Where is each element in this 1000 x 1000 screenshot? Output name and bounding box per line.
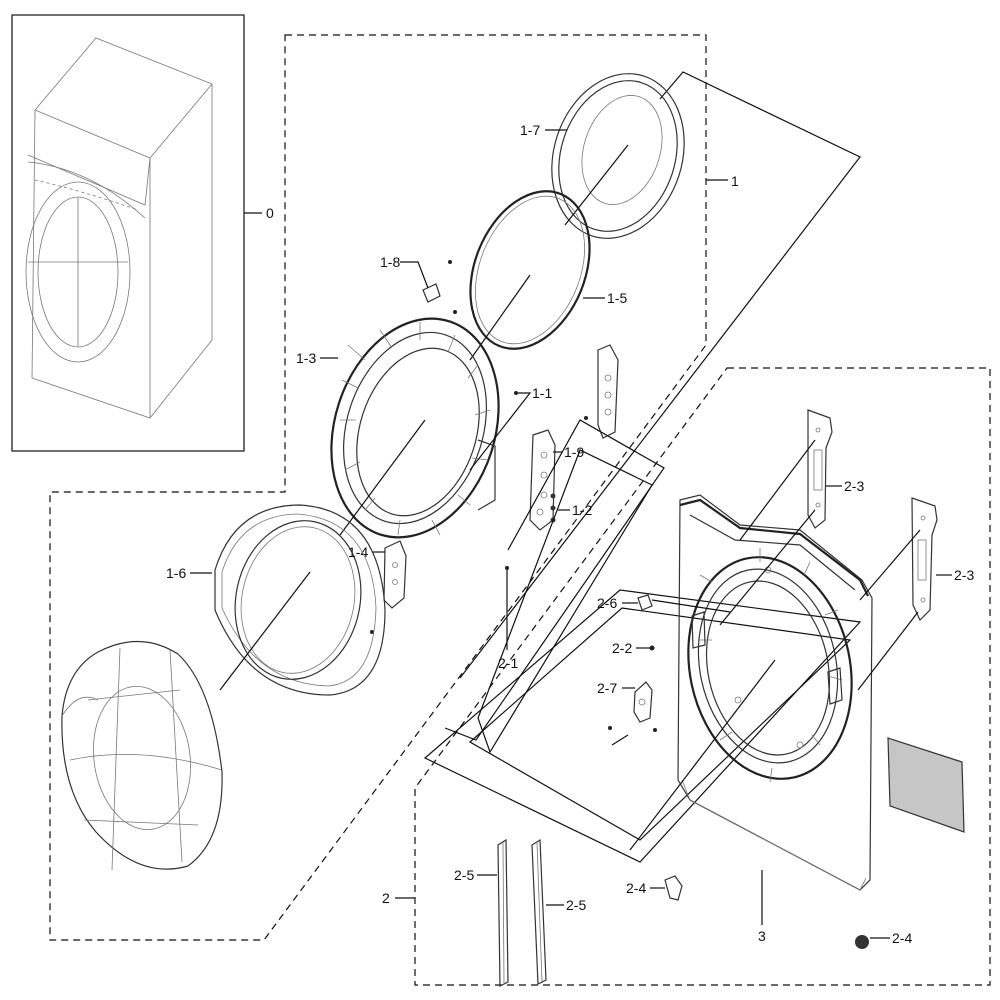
label-1-2: 1-2 — [572, 502, 592, 518]
overview-frame — [11, 14, 245, 452]
label-2-3a: 2-3 — [844, 478, 864, 494]
label-1-3: 1-3 — [296, 350, 316, 366]
label-1-8: 1-8 — [380, 254, 400, 270]
part-2-5-strip-left: 2-5 — [454, 838, 509, 987]
part-2-2-screw: 2-2 — [612, 640, 655, 656]
label-2-3b: 2-3 — [954, 567, 974, 583]
part-2-5-strip-right: 2-5 — [531, 838, 586, 985]
part-3-front-panel: 3 — [629, 494, 873, 944]
part-1-6-door-cover: 1-6 — [166, 504, 386, 696]
washer-thumbnail — [25, 37, 213, 419]
label-2-4a: 2-4 — [626, 880, 646, 896]
label-1-9: 1-9 — [564, 444, 584, 460]
part-1-2-screws: 1-2 — [550, 493, 592, 523]
panel-overlay-film — [887, 737, 965, 833]
part-1-1-screw: 1-1 — [469, 385, 552, 471]
label-2-7: 2-7 — [597, 680, 617, 696]
part-2-7-latch: 2-7 — [597, 680, 657, 746]
label-2-2: 2-2 — [612, 640, 632, 656]
label-2-1: 2-1 — [498, 655, 518, 671]
label-2-5b: 2-5 — [566, 897, 586, 913]
panel-frame-outline — [423, 589, 862, 863]
label-2-6: 2-6 — [597, 595, 617, 611]
part-1-8-hinge-cover: 1-8 — [380, 254, 457, 314]
part-2-4-clip-a: 2-4 — [626, 875, 683, 901]
part-1-7-door-glass-ring: 1-7 — [520, 73, 685, 239]
label-2: 2 — [382, 890, 390, 906]
label-0: 0 — [266, 205, 274, 221]
callout-1: 1 — [459, 71, 861, 679]
label-1-5: 1-5 — [607, 290, 627, 306]
part-2-6-clip: 2-6 — [597, 594, 731, 613]
front-panel-boundary — [414, 367, 991, 986]
part-1-5-gasket: 1-5 — [469, 190, 627, 361]
label-2-4b: 2-4 — [892, 930, 912, 946]
label-1-1: 1-1 — [532, 385, 552, 401]
callout-2-1: 2-1 — [444, 419, 665, 754]
callout-2: 2 — [382, 890, 415, 906]
part-2-3-bracket-lower: 2-3 — [857, 497, 974, 691]
door-glass-bowl — [61, 640, 223, 871]
part-2-3-bracket-upper: 2-3 — [719, 409, 864, 626]
label-1-7: 1-7 — [520, 122, 540, 138]
door-assembly-boundary — [49, 34, 707, 941]
part-1-3-door-frame: 1-3 — [296, 317, 500, 539]
part-2-4-clip-b: 2-4 — [855, 930, 912, 949]
washer-overview-group: 0 — [11, 14, 274, 452]
door-hinge-bracket — [584, 344, 619, 439]
label-2-5a: 2-5 — [454, 867, 474, 883]
label-1: 1 — [731, 173, 739, 189]
label-1-6: 1-6 — [166, 565, 186, 581]
label-3: 3 — [758, 928, 766, 944]
